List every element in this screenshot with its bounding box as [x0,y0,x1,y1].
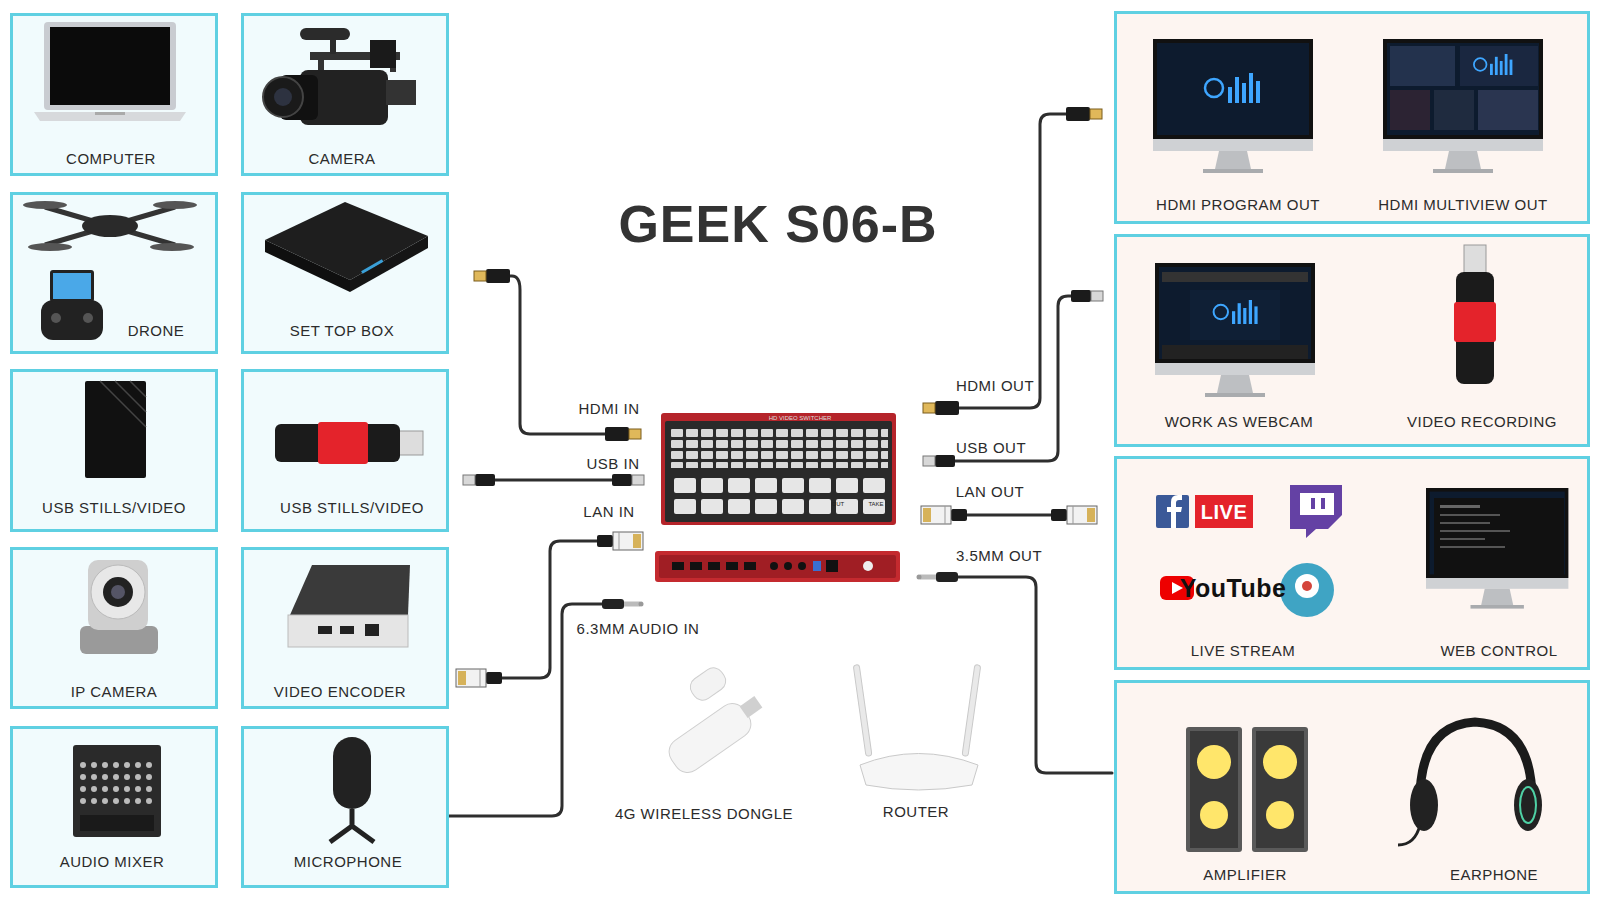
device-box: DRONE [10,192,218,354]
device-box: LIVE YouTubeLIVE STREAM WEB CONTROL [1114,456,1590,670]
device-box: SET TOP BOX [241,192,449,354]
dongle-illustration [664,664,763,778]
box-label: VIDEO ENCODER [274,684,406,699]
port-label: HDMI OUT [956,378,1034,393]
port-label: USB OUT [956,440,1026,455]
box-label: SET TOP BOX [290,323,394,338]
box-label: WORK AS WEBCAM [1165,414,1314,429]
box-label: MICROPHONE [294,854,402,869]
port-label: TAKE [868,501,883,507]
device-box: USB STILLS/VIDEO [10,369,218,532]
box-label: HDMI MULTIVIEW OUT [1378,197,1548,212]
box-label: CAMERA [308,151,375,166]
box-label: IP CAMERA [71,684,158,699]
diagram-title: GEEK S06-B [618,198,937,250]
port-label: 3.5MM OUT [956,548,1042,563]
device-box: USB STILLS/VIDEO [241,369,449,532]
box-label: WEB CONTROL [1440,643,1557,658]
device-box: IP CAMERA [10,547,218,709]
port-label: LAN OUT [956,484,1025,499]
port-label: LAN IN [583,504,634,519]
port-label: HD VIDEO SWITCHER [769,415,832,421]
box-label: USB STILLS/VIDEO [280,500,424,515]
port-label: USB IN [586,456,639,471]
device-box: MICROPHONE [241,726,449,888]
box-label: LIVE STREAM [1191,643,1296,658]
box-label: VIDEO RECORDING [1407,414,1557,429]
port-label: HDMI IN [579,401,640,416]
port-label: CUT [832,501,844,507]
box-label: LIVE [1201,502,1247,522]
device-box: COMPUTER [10,13,218,176]
cable [449,114,1112,816]
device-box: AUDIO MIXER [10,726,218,888]
box-label: AUDIO MIXER [60,854,165,869]
device-box: AMPLIFIER EARPHONE [1114,680,1590,894]
video-switcher [655,413,900,582]
box-label: HDMI PROGRAM OUT [1156,197,1320,212]
box-label: EARPHONE [1450,867,1538,882]
device-box: CAMERA [241,13,449,176]
box-label: COMPUTER [66,151,156,166]
box-label: AMPLIFIER [1203,867,1287,882]
device-box: VIDEO ENCODER [241,547,449,709]
device-box: WORK AS WEBCAM VIDEO RECORDING [1114,234,1590,447]
box-label: USB STILLS/VIDEO [42,500,186,515]
box-label: DRONE [128,323,185,338]
port-label: ROUTER [883,804,949,819]
box-label: YouTube [1180,576,1287,601]
port-label: 6.3MM AUDIO IN [577,621,700,636]
port-label: 4G WIRELESS DONGLE [615,806,793,821]
device-box: HDMI PROGRAM OUT HDMI MULTIVIEW OUT [1114,11,1590,224]
router-illustration [853,664,981,790]
